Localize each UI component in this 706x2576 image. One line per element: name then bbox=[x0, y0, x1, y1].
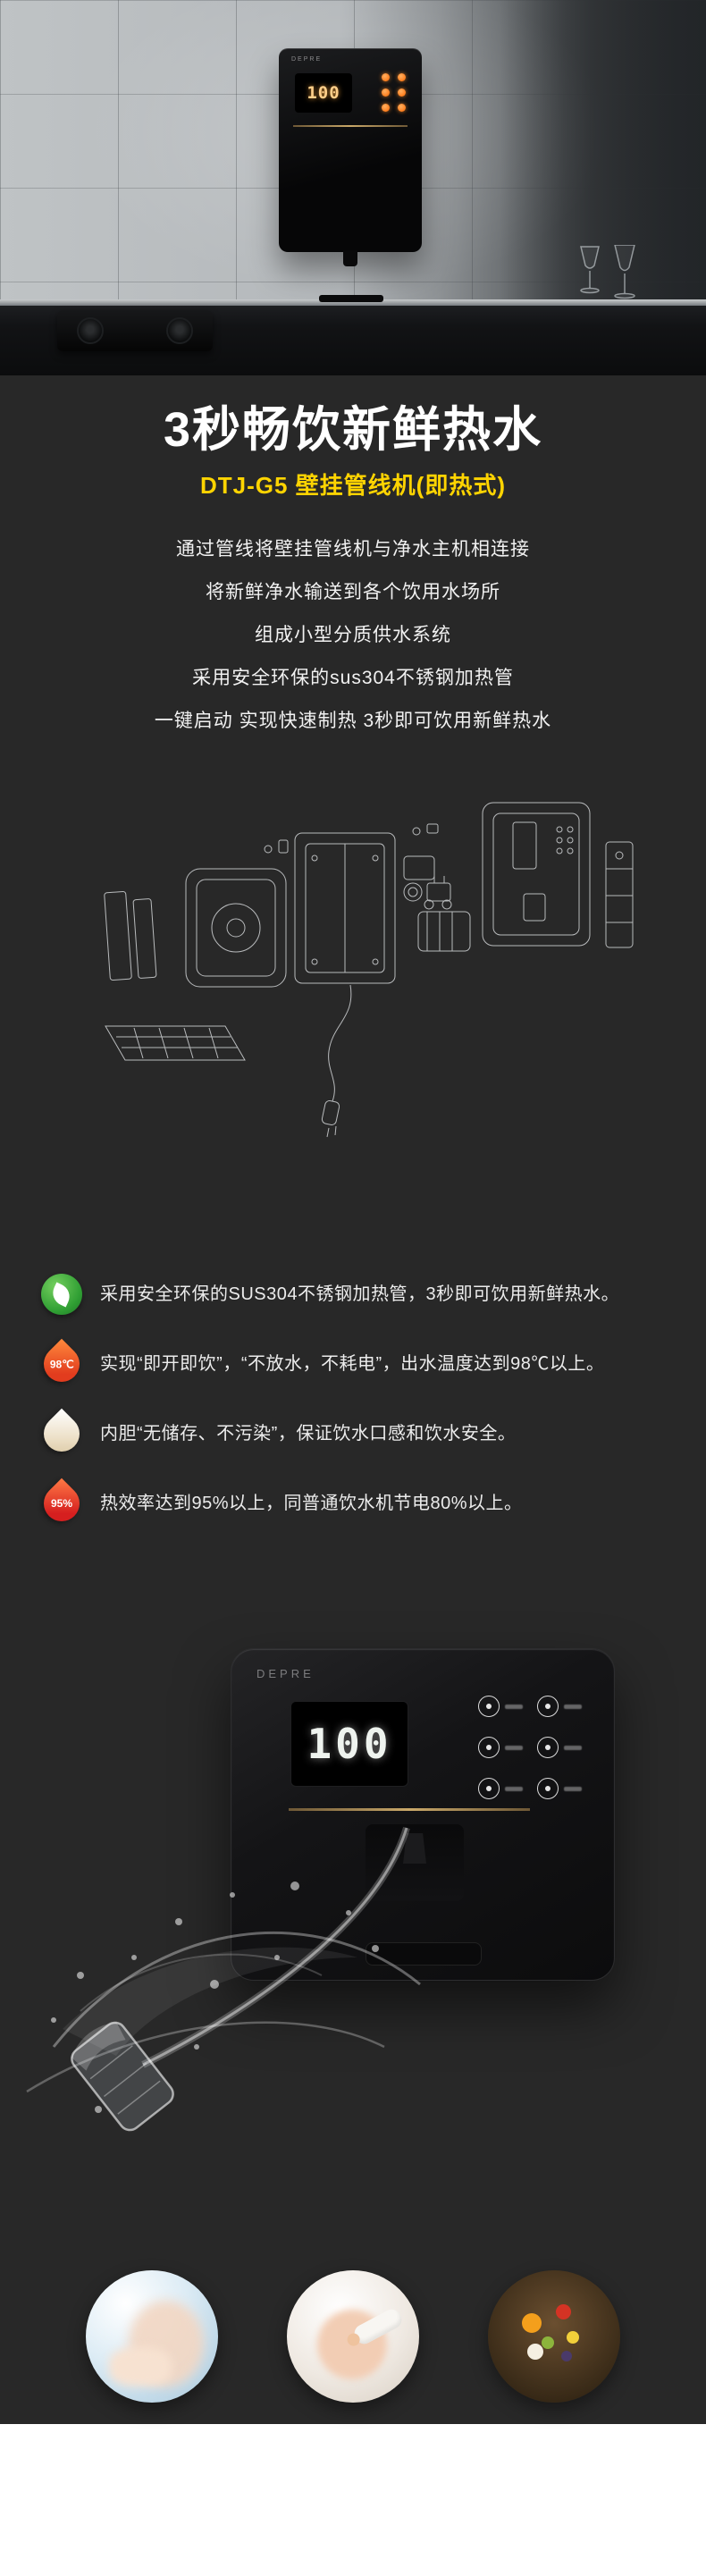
intro-section: 3秒畅饮新鲜热水 DTJ-G5 壁挂管线机(即热式) 通过管线将壁挂管线机与净水… bbox=[0, 375, 706, 769]
touch-button bbox=[478, 1696, 534, 1717]
part-valve-assembly bbox=[403, 855, 451, 902]
hot-water-drop-icon: 98℃ bbox=[36, 1338, 88, 1390]
falling-glass bbox=[71, 2021, 174, 2132]
touch-button-icon bbox=[537, 1737, 559, 1758]
stove-burner bbox=[77, 317, 104, 344]
photo-accent bbox=[522, 2313, 542, 2333]
photo-accent bbox=[542, 2336, 554, 2349]
model-subtitle: DTJ-G5 壁挂管线机(即热式) bbox=[199, 472, 506, 499]
gas-stove bbox=[57, 310, 213, 351]
touch-button bbox=[478, 1778, 534, 1799]
photo-accent bbox=[561, 2351, 572, 2361]
hero-kitchen-photo: DEPRE 100 bbox=[0, 0, 706, 375]
feature-item: 95% 热效率达到95%以上，同普通饮水机节电80%以上。 bbox=[36, 1477, 670, 1529]
part-back-plate bbox=[185, 868, 287, 988]
drip-tray bbox=[319, 295, 383, 302]
part-front-cover bbox=[482, 802, 591, 947]
touch-button-icon bbox=[382, 88, 390, 97]
spout-recess bbox=[366, 1824, 464, 1901]
device-touch-buttons bbox=[382, 73, 408, 112]
display-digits: 100 bbox=[307, 1720, 392, 1768]
feature-text: 采用安全环保的SUS304不锈钢加热管，3秒即可饮用新鲜热水。 bbox=[100, 1284, 620, 1304]
leaf-shape bbox=[48, 1282, 74, 1308]
touch-button bbox=[537, 1778, 593, 1799]
wall-mounted-dispenser: DEPRE 100 bbox=[279, 48, 422, 266]
gold-trim bbox=[293, 125, 408, 127]
photo-face-washing bbox=[86, 2270, 218, 2403]
clean-tank-drop-icon bbox=[36, 1408, 88, 1460]
device-display: 100 bbox=[290, 1701, 408, 1787]
button-label-blur bbox=[564, 1704, 582, 1709]
photo-fruit-dessert bbox=[488, 2270, 620, 2403]
device-display: 100 bbox=[295, 73, 352, 113]
photo-accent bbox=[567, 2331, 579, 2344]
brand-logo: DEPRE bbox=[291, 56, 323, 63]
feature-item: 98℃ 实现“即开即饮”，“不放水，不耗电”，出水温度达到98℃以上。 bbox=[36, 1338, 670, 1390]
touch-button bbox=[537, 1696, 593, 1717]
button-label-blur bbox=[505, 1704, 523, 1709]
part-side-panels bbox=[104, 890, 157, 981]
part-base-tray bbox=[105, 1025, 246, 1061]
button-label-blur bbox=[505, 1786, 523, 1791]
feature-text: 内胆“无储存、不污染”，保证饮水口感和饮水安全。 bbox=[100, 1424, 517, 1444]
gold-trim bbox=[289, 1808, 530, 1811]
device-touch-buttons bbox=[478, 1696, 593, 1799]
water-splash bbox=[26, 1826, 421, 2132]
product-device: DEPRE 100 bbox=[231, 1648, 615, 1981]
intro-line: 组成小型分质供水系统 bbox=[255, 625, 451, 645]
stove-burner bbox=[166, 317, 193, 344]
part-fasteners bbox=[264, 823, 439, 854]
efficiency-drop-icon: 95% bbox=[36, 1477, 88, 1529]
part-heating-tank bbox=[417, 899, 471, 952]
photo-accent bbox=[556, 2304, 571, 2319]
touch-button-icon bbox=[398, 73, 406, 81]
feature-list: 采用安全环保的SUS304不锈钢加热管，3秒即可饮用新鲜热水。 98℃ 实现“即… bbox=[0, 1225, 706, 1573]
part-bracket bbox=[605, 841, 634, 948]
part-power-cord bbox=[321, 984, 352, 1138]
exploded-view-section bbox=[0, 769, 706, 1225]
intro-line: 一键启动 实现快速制热 3秒即可饮用新鲜热水 bbox=[154, 711, 552, 731]
brand-logo: DEPRE bbox=[256, 1667, 315, 1680]
usage-gallery bbox=[0, 2190, 706, 2424]
feature-item: 采用安全环保的SUS304不锈钢加热管，3秒即可饮用新鲜热水。 bbox=[41, 1274, 670, 1315]
touch-button-icon bbox=[398, 88, 406, 97]
page-title: 3秒畅饮新鲜热水 bbox=[163, 403, 543, 457]
water-spout bbox=[343, 250, 357, 266]
eco-green-badge-icon bbox=[41, 1274, 82, 1315]
drop-badge: 95% bbox=[50, 1497, 73, 1510]
feature-text: 热效率达到95%以上，同普通饮水机节电80%以上。 bbox=[100, 1494, 523, 1513]
touch-button-icon bbox=[478, 1696, 500, 1717]
touch-button-icon bbox=[537, 1778, 559, 1799]
touch-button-icon bbox=[478, 1737, 500, 1758]
drop-badge: 98℃ bbox=[49, 1357, 74, 1370]
product-showcase: DEPRE 100 bbox=[0, 1573, 706, 2190]
wall-shadow bbox=[500, 0, 706, 299]
part-chassis bbox=[294, 832, 396, 984]
button-label-blur bbox=[564, 1745, 582, 1750]
touch-button-icon bbox=[537, 1696, 559, 1717]
drip-tray bbox=[366, 1942, 482, 1966]
intro-line: 将新鲜净水输送到各个饮用水场所 bbox=[206, 582, 500, 602]
water-spout bbox=[403, 1833, 426, 1864]
feature-text: 实现“即开即饮”，“不放水，不耗电”，出水温度达到98℃以上。 bbox=[100, 1354, 605, 1374]
intro-line: 采用安全环保的sus304不锈钢加热管 bbox=[192, 668, 514, 688]
intro-line: 通过管线将壁挂管线机与净水主机相连接 bbox=[176, 539, 530, 560]
touch-button-icon bbox=[382, 104, 390, 112]
photo-accent bbox=[109, 2347, 172, 2387]
button-label-blur bbox=[564, 1786, 582, 1791]
touch-button-icon bbox=[478, 1778, 500, 1799]
feature-item: 内胆“无储存、不污染”，保证饮水口感和饮水安全。 bbox=[36, 1408, 670, 1460]
button-label-blur bbox=[505, 1745, 523, 1750]
touch-button-icon bbox=[398, 104, 406, 112]
touch-button-icon bbox=[382, 73, 390, 81]
display-digits: 100 bbox=[307, 83, 340, 103]
footer-blank bbox=[0, 2424, 706, 2576]
wine-glasses bbox=[580, 245, 635, 299]
photo-baby-feeding bbox=[287, 2270, 419, 2403]
intro-lines: 通过管线将壁挂管线机与净水主机相连接 将新鲜净水输送到各个饮用水场所 组成小型分… bbox=[0, 536, 706, 735]
touch-button bbox=[537, 1737, 593, 1758]
touch-button bbox=[478, 1737, 534, 1758]
photo-accent bbox=[527, 2344, 543, 2360]
exploded-view-diagram bbox=[104, 802, 634, 1138]
